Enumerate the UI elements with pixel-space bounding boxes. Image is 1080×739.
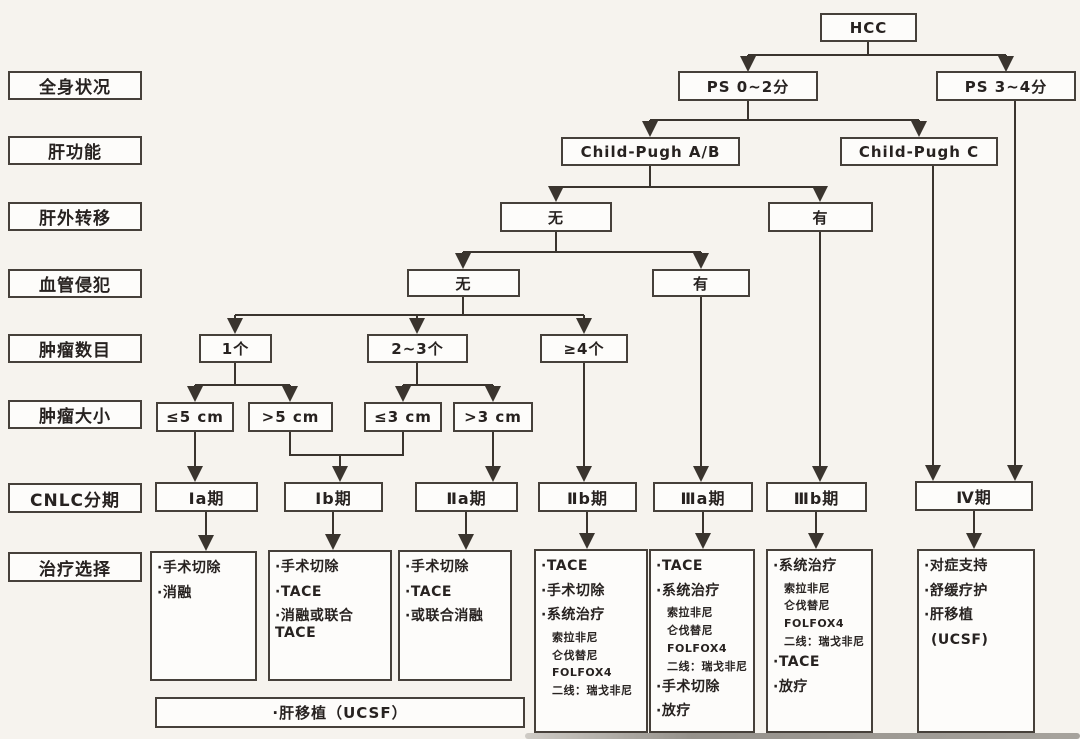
node-size-gt-3cm: >3 cm [453, 402, 533, 432]
treatment-item: ·放疗 [773, 678, 808, 695]
treatment-subitem: 仑伐替尼 [667, 624, 713, 637]
stage-iib: Ⅱb期 [538, 482, 637, 512]
treatment-item: ·手术切除 [275, 559, 339, 575]
treatment-box-iib: ·TACE ·手术切除 ·系统治疗 索拉非尼 仑伐替尼 FOLFOX4 二线：瑞… [534, 549, 648, 733]
stage-ia: Ⅰa期 [155, 482, 258, 512]
stage-iv: Ⅳ期 [915, 481, 1033, 511]
treatment-subitem: 二线：瑞戈非尼 [667, 659, 748, 673]
connector-segments [187, 42, 1023, 551]
row-label-vascular-invasion: 血管侵犯 [8, 269, 142, 298]
node-vascular-no: 无 [407, 269, 520, 297]
stage-iiia: Ⅲa期 [653, 482, 753, 512]
row-label-treatment-choice: 治疗选择 [8, 552, 142, 582]
treatment-box-ib: ·手术切除 ·TACE ·消融或联合TACE [268, 550, 392, 681]
treatment-item: ·消融或联合TACE [275, 608, 354, 641]
treatment-item: ·TACE [656, 558, 703, 574]
treatment-item: ·TACE [405, 583, 452, 600]
node-size-le-3cm: ≤3 cm [364, 402, 442, 432]
treatment-item: ·手术切除 [541, 582, 605, 599]
treatment-item: ·系统治疗 [541, 607, 605, 624]
treatment-item: ·对症支持 [924, 558, 988, 574]
treatment-subitem: 仑伐替尼 [784, 599, 830, 613]
row-label-liver-function: 肝功能 [8, 136, 142, 165]
treatment-subitem: 索拉非尼 [552, 630, 598, 644]
node-number-1: 1个 [199, 334, 272, 363]
treatment-box-ia: ·手术切除 ·消融 [150, 551, 257, 681]
treatment-box-iv: ·对症支持 ·舒缓疗护 ·肝移植 (UCSF) [917, 549, 1035, 733]
row-label-tumor-size: 肿瘤大小 [8, 400, 142, 429]
treatment-subitem: 索拉非尼 [784, 581, 830, 595]
treatment-item: ·手术切除 [405, 559, 469, 575]
node-child-pugh-c: Child-Pugh C [840, 137, 998, 166]
treatment-subitem: 二线：瑞戈非尼 [552, 684, 633, 698]
row-label-tumor-number: 肿瘤数目 [8, 334, 142, 363]
treatment-item: ·系统治疗 [656, 582, 720, 599]
node-hcc: HCC [820, 13, 917, 42]
stage-iia: Ⅱa期 [415, 482, 518, 512]
liver-transplant-note: ·肝移植（UCSF） [155, 697, 525, 728]
row-label-extrahepatic-metastasis: 肝外转移 [8, 202, 142, 231]
treatment-subitem: 二线：瑞戈非尼 [784, 635, 865, 649]
node-number-2-3: 2~3个 [367, 334, 468, 363]
treatment-box-iiia: ·TACE ·系统治疗 索拉非尼 仑伐替尼 FOLFOX4 二线：瑞戈非尼 ·手… [649, 549, 755, 733]
stage-ib: Ⅰb期 [284, 482, 383, 512]
treatment-item: ·手术切除 [656, 678, 720, 695]
treatment-item: ·放疗 [656, 703, 691, 720]
bottom-edge-shadow [525, 733, 1080, 739]
node-size-le-5cm: ≤5 cm [156, 402, 234, 432]
node-child-pugh-ab: Child-Pugh A/B [561, 137, 740, 166]
treatment-item: ·或联合消融 [405, 608, 484, 625]
node-metastasis-yes: 有 [768, 202, 873, 232]
node-number-ge-4: ≥4个 [540, 334, 628, 363]
treatment-item: ·系统治疗 [773, 558, 837, 574]
treatment-subitem: 仑伐替尼 [552, 648, 598, 662]
node-size-gt-5cm: >5 cm [248, 402, 333, 432]
treatment-box-iiib: ·系统治疗 索拉非尼 仑伐替尼 FOLFOX4 二线：瑞戈非尼 ·TACE ·放… [766, 549, 873, 733]
treatment-item: ·TACE [773, 654, 820, 671]
treatment-item: (UCSF) [931, 631, 989, 648]
treatment-subitem: FOLFOX4 [552, 666, 612, 680]
treatment-subitem: 索拉非尼 [667, 606, 713, 620]
treatment-subitem: FOLFOX4 [784, 617, 844, 631]
node-metastasis-no: 无 [500, 202, 612, 232]
treatment-item: ·TACE [275, 583, 322, 600]
row-label-general-condition: 全身状况 [8, 71, 142, 100]
treatment-item: ·肝移植 [924, 607, 974, 624]
treatment-item: ·舒缓疗护 [924, 582, 988, 599]
treatment-box-iia: ·手术切除 ·TACE ·或联合消融 [398, 550, 512, 681]
treatment-item: ·TACE [541, 558, 588, 574]
row-label-cnlc-stage: CNLC分期 [8, 483, 142, 513]
treatment-subitem: FOLFOX4 [667, 641, 727, 655]
treatment-item: ·手术切除 [157, 560, 221, 576]
node-vascular-yes: 有 [652, 269, 750, 297]
node-ps-0-2: PS 0~2分 [678, 71, 818, 101]
node-ps-3-4: PS 3~4分 [936, 71, 1076, 101]
treatment-item: ·消融 [157, 584, 192, 601]
stage-iiib: Ⅲb期 [766, 482, 867, 512]
